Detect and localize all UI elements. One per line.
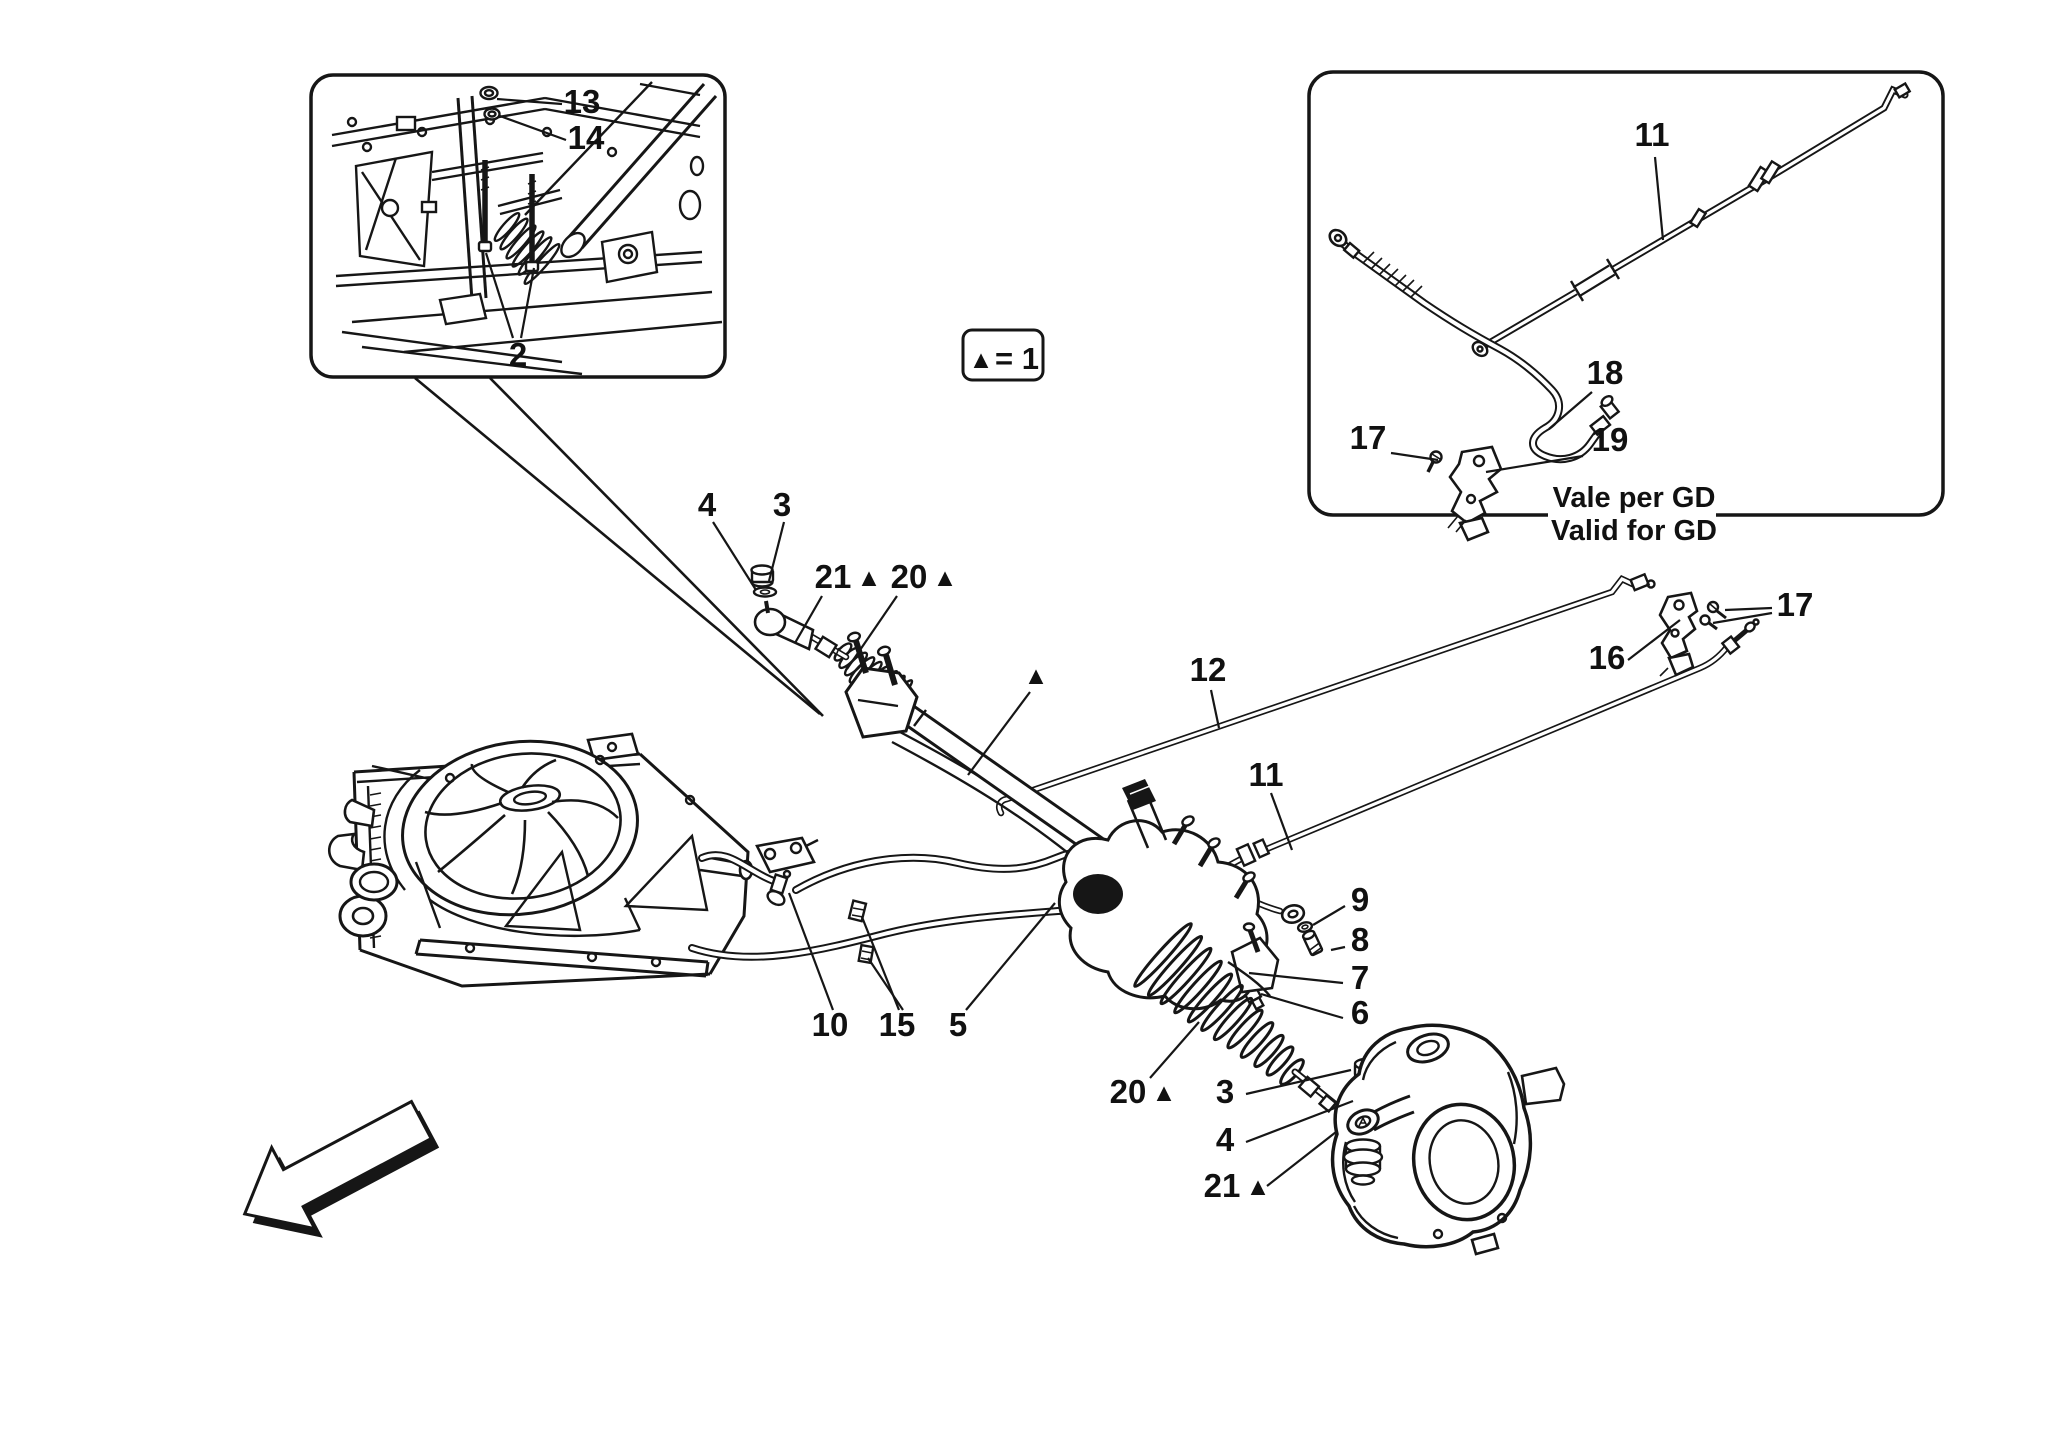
callout-20-bottom: 20: [1110, 1073, 1147, 1110]
nut-part3-top: [750, 564, 775, 588]
wheel-knuckle: [1330, 1023, 1566, 1256]
callout-19: 19: [1592, 421, 1629, 458]
inset-note-english: Valid for GD: [1551, 515, 1717, 547]
upper-tie-rod-end: [750, 564, 850, 661]
callout-4-top: 4: [698, 486, 717, 523]
inset-tail-line: [489, 377, 824, 717]
hose-clip-part15: [847, 899, 875, 965]
callout-2: 2: [509, 336, 527, 373]
inset-gd-view: Vale per GD Valid for GD: [1307, 70, 1945, 547]
callout-labels: 13 14 2 4 3 21 ▲ 20 ▲ ▲ 12 11 16 17 9 8 …: [509, 83, 1814, 1204]
triangle-marker: ▲: [1152, 1079, 1177, 1107]
callout-7: 7: [1351, 959, 1369, 996]
callout-15: 15: [879, 1006, 916, 1043]
legend-box: ▲ = 1: [961, 328, 1045, 382]
callout-4-bottom: 4: [1216, 1121, 1235, 1158]
washer-part4-top: [752, 586, 778, 598]
banjo-bolt-part8: [1301, 929, 1324, 957]
callout-21-top: 21: [815, 558, 852, 595]
callout-3-top: 3: [773, 486, 791, 523]
hose-clamp-part10: [769, 869, 792, 895]
caption-mask: [1548, 508, 1716, 524]
pipe-bracket-part16: [1658, 591, 1699, 677]
inset-tail-line: [414, 376, 821, 716]
callout-3-bottom: 3: [1216, 1073, 1234, 1110]
steering-rack-assembly: [750, 564, 1384, 1122]
callout-16: 16: [1589, 639, 1626, 676]
gd-pipe-art: [1328, 81, 1912, 542]
triangle-marker: ▲: [1024, 662, 1049, 690]
callout-14: 14: [568, 119, 605, 156]
triangle-marker: ▲: [857, 564, 882, 592]
callout-5: 5: [949, 1006, 967, 1043]
radiator-fan-assembly: [327, 732, 819, 988]
callout-20-top: 20: [891, 558, 928, 595]
callout-leader-lines: [484, 97, 1773, 1187]
legend-equation: = 1: [995, 341, 1039, 376]
inset-note-italian: Vale per GD: [1553, 482, 1716, 514]
callout-13: 13: [564, 83, 601, 120]
callout-8: 8: [1351, 921, 1369, 958]
callout-11-inset: 11: [1635, 116, 1670, 153]
legend-triangle-icon: ▲: [969, 346, 994, 374]
callout-6: 6: [1351, 994, 1369, 1031]
callout-21-bottom: 21: [1204, 1167, 1241, 1204]
ball-joint-boot: [1342, 1138, 1384, 1186]
lower-bellows: [1133, 922, 1305, 1086]
screws-part17: [1699, 600, 1727, 631]
triangle-marker: ▲: [1246, 1173, 1271, 1201]
valve-body: [1057, 779, 1280, 1011]
callout-12: 12: [1190, 651, 1227, 688]
callout-11-main: 11: [1249, 756, 1284, 793]
callout-17-right: 17: [1777, 586, 1814, 623]
callout-17-inset: 17: [1350, 419, 1387, 456]
triangle-marker: ▲: [933, 564, 958, 592]
rack-mount-left: [844, 631, 919, 739]
callout-9: 9: [1351, 881, 1369, 918]
callout-18: 18: [1587, 354, 1624, 391]
inset-chassis-view: [309, 73, 824, 717]
chassis-line-art: [331, 81, 723, 376]
direction-arrow-icon: [242, 1099, 440, 1238]
callout-10: 10: [812, 1006, 849, 1043]
